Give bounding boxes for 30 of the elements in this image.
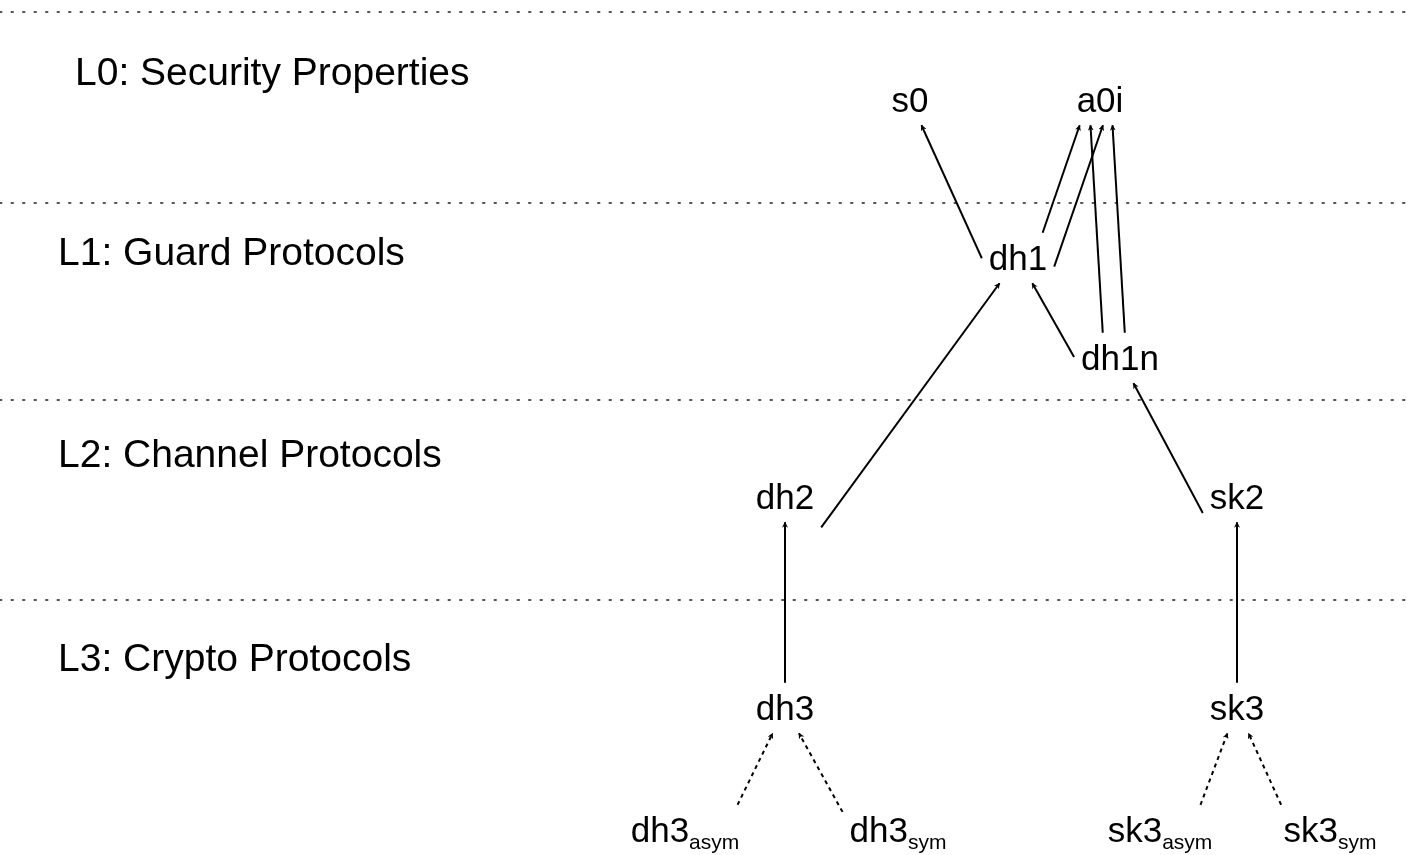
node-label: sk3: [1206, 686, 1268, 730]
arrow: [1087, 124, 1104, 334]
arrow: [820, 282, 1001, 529]
arrow: [736, 732, 774, 806]
arrow: [782, 521, 788, 684]
node-label: dh3$_{asym}$: [627, 808, 743, 855]
arrow: [1053, 124, 1104, 268]
node-label: a0i: [1073, 78, 1127, 122]
arrow: [920, 124, 983, 260]
node-label: dh3: [752, 686, 818, 730]
arrow: [1199, 732, 1229, 806]
arrow: [1031, 282, 1076, 358]
node-label: dh3$_{sym}$: [846, 808, 950, 855]
node-label: dh1: [985, 236, 1051, 280]
arrow: [798, 732, 844, 813]
node-label: dh1n: [1078, 336, 1162, 380]
layer-label: L3: Crypto Protocols: [58, 636, 412, 680]
node-label: sk3$_{asym}$: [1104, 808, 1216, 855]
layer-label: L1: Guard Protocols: [58, 230, 405, 274]
arrow: [1132, 382, 1204, 514]
arrow: [1041, 124, 1081, 234]
arrow: [1109, 124, 1126, 334]
arrow: [1247, 732, 1283, 806]
node-label: sk2: [1206, 475, 1268, 519]
node-label: dh2: [752, 475, 818, 519]
arrow: [1234, 521, 1240, 684]
layer-label: L0: Security Properties: [75, 50, 470, 94]
node-label: sk3$_{sym}$: [1280, 808, 1380, 855]
node-label: s0: [888, 78, 932, 122]
layer-label: L2: Channel Protocols: [58, 432, 442, 476]
